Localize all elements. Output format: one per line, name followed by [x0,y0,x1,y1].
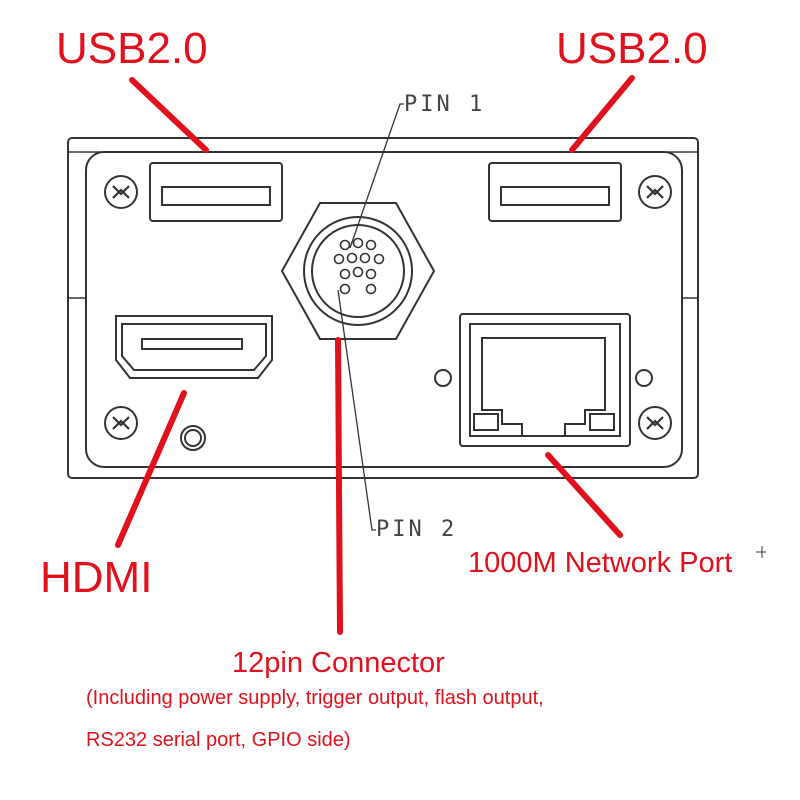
hdmi-port [115,315,273,379]
led-indicator [180,425,206,451]
network-port [459,313,631,447]
pin2-label: PIN 2 [376,517,458,542]
usb-left-label: USB2.0 [56,24,208,73]
screw-icon [638,406,672,440]
screw-icon [104,175,138,209]
network-port-label: 1000M Network Port [468,547,733,579]
usb-port-right [488,162,622,222]
hdmi-callout-line [115,390,187,548]
pin2-leader-line [337,289,376,531]
usb-left-callout-line [129,77,209,153]
network-callout-line [545,452,623,538]
screw-icon [638,175,672,209]
hdmi-label: HDMI [40,553,153,602]
usb-port-left [149,162,283,222]
usb-right-label: USB2.0 [556,24,708,73]
connector-callout-line [335,337,343,635]
led-indicator [184,429,202,447]
pin1-label: PIN 1 [404,92,486,117]
connector-description-line1: (Including power supply, trigger output,… [86,687,544,709]
screw-icon [104,406,138,440]
led-indicator [434,369,452,387]
pin1-leader-line [349,103,404,249]
connector-title-label: 12pin Connector [232,647,445,679]
led-indicator [635,369,653,387]
connector-description-line2: RS232 serial port, GPIO side) [86,729,351,751]
usb-right-callout-line [569,75,635,153]
